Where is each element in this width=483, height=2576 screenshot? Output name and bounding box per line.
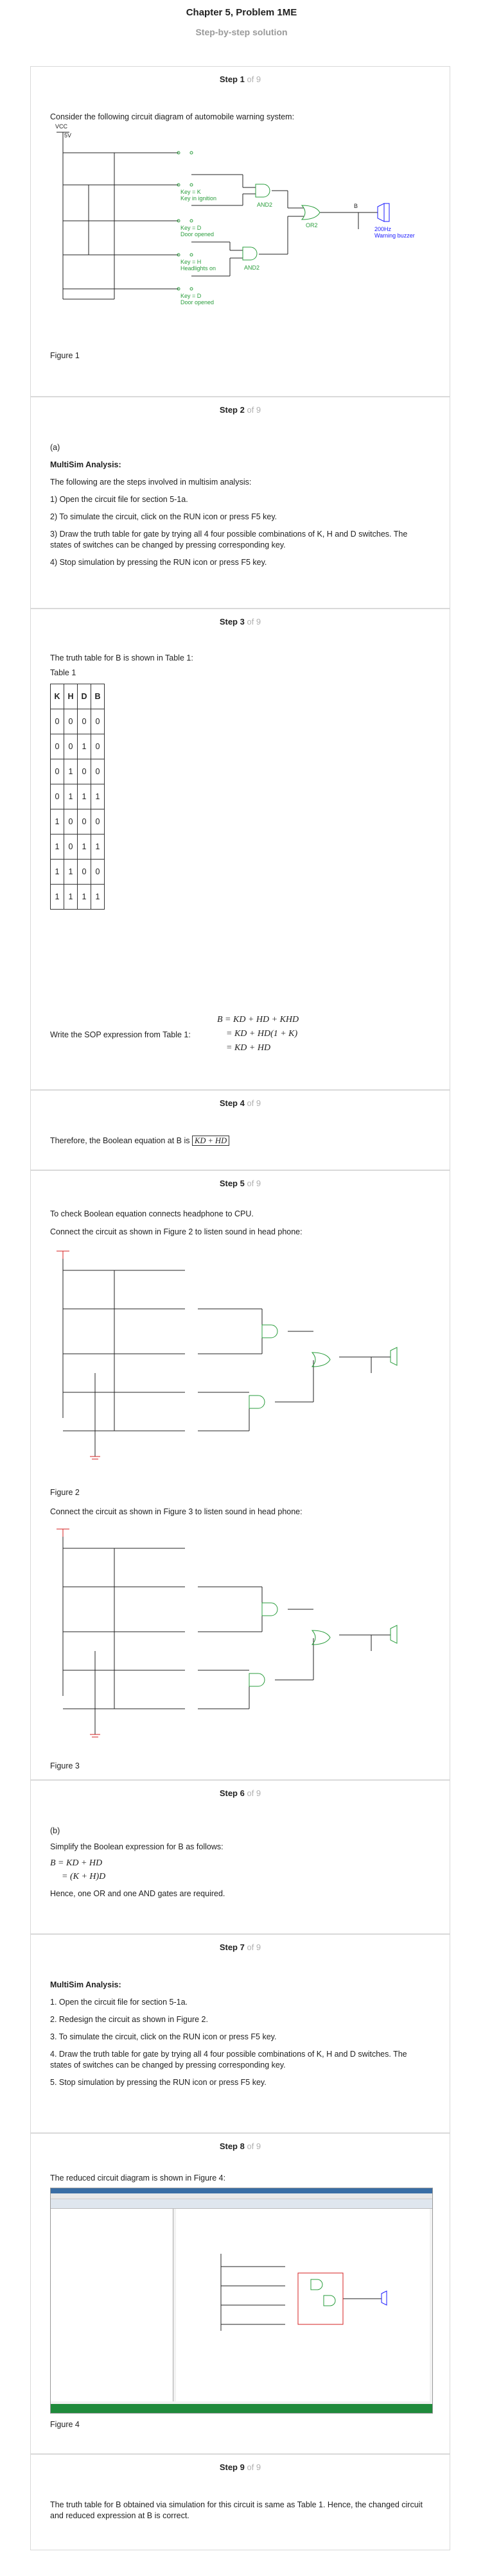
header: Chapter 5, Problem 1ME Step-by-step solu… <box>0 0 483 39</box>
design-toolbox-panel <box>51 2209 173 2401</box>
step-4: Step 4 of 9 Therefore, the Boolean equat… <box>30 1090 450 1170</box>
figure-caption: Figure 3 <box>50 1761 80 1770</box>
step-text: Connect the circuit as shown in Figure 2… <box>50 1227 303 1236</box>
reduced-circuit <box>220 2254 387 2331</box>
svg-text:AND2: AND2 <box>244 264 259 271</box>
svg-text:Key = D: Key = D <box>180 293 202 299</box>
svg-text:B: B <box>354 203 358 209</box>
step-3: Step 3 of 9 The truth table for B is sho… <box>30 609 450 1090</box>
chapter-title: Chapter 5, Problem 1ME <box>186 7 297 18</box>
list-item: 3) Draw the truth table for gate by tryi… <box>50 530 408 549</box>
sop-text: Write the SOP expression from Table 1: <box>50 1030 191 1039</box>
list-item: 4. Draw the truth table for gate by tryi… <box>50 2050 407 2070</box>
svg-text:Door opened: Door opened <box>180 231 214 238</box>
svg-text:200Hz: 200Hz <box>374 226 392 232</box>
step-text: Connect the circuit as shown in Figure 3… <box>50 1507 303 1516</box>
list-item: 2. Redesign the circuit as shown in Figu… <box>50 2015 208 2024</box>
circuit-figure-3 <box>57 1528 398 1738</box>
step-text: Simplify the Boolean expression for B as… <box>50 1842 224 1851</box>
step-8: Step 8 of 9 The reduced circuit diagram … <box>30 2133 450 2454</box>
svg-text:Key = H: Key = H <box>180 259 201 265</box>
step-header: Step 5 of 9 <box>219 1179 261 1188</box>
step-header: Step 4 of 9 <box>219 1098 261 1108</box>
step-2: Step 2 of 9 (a) MultiSim Analysis: The f… <box>30 397 450 609</box>
step-text: The truth table for B is shown in Table … <box>50 653 193 662</box>
taskbar <box>51 2404 432 2413</box>
step-text: Consider the following circuit diagram o… <box>50 112 295 121</box>
svg-text:Warning buzzer: Warning buzzer <box>374 232 415 239</box>
menu-bar <box>51 2193 432 2199</box>
list-item: 5. Stop simulation by pressing the RUN i… <box>50 2078 267 2087</box>
step-header: Step 2 of 9 <box>219 405 261 415</box>
table-label: Table 1 <box>50 668 76 677</box>
section-heading: MultiSim Analysis: <box>50 460 121 469</box>
step-1: Step 1 of 9 Consider the following circu… <box>30 66 450 397</box>
step-text: Hence, one OR and one AND gates are requ… <box>50 1889 225 1898</box>
step-5: Step 5 of 9 To check Boolean equation co… <box>30 1170 450 1780</box>
window-titlebar <box>51 2188 432 2193</box>
list-item: 3. To simulate the circuit, click on the… <box>50 2032 277 2041</box>
step-header: Step 9 of 9 <box>219 2462 261 2472</box>
step-header: Step 7 of 9 <box>219 1942 261 1952</box>
toolbar <box>51 2199 432 2209</box>
svg-text:OR2: OR2 <box>306 222 318 229</box>
part-label: (a) <box>50 443 60 452</box>
svg-text:AND2: AND2 <box>257 202 272 208</box>
step-text: The following are the steps involved in … <box>50 478 252 487</box>
figure-caption: Figure 4 <box>50 2420 80 2429</box>
circuit-figure-2 <box>57 1250 398 1460</box>
svg-text:Key = K: Key = K <box>180 189 201 195</box>
step-text: Therefore, the Boolean equation at B is … <box>50 1136 430 1146</box>
step-7: Step 7 of 9 MultiSim Analysis: 1. Open t… <box>30 1934 450 2133</box>
multisim-screenshot <box>50 2188 433 2414</box>
list-item: 4) Stop simulation by pressing the RUN i… <box>50 558 267 567</box>
equation-line-1: B = KD + HD + KHD <box>217 1015 299 1024</box>
boxed-equation: KD + HD <box>192 1136 230 1146</box>
step-6: Step 6 of 9 (b) Simplify the Boolean exp… <box>30 1780 450 1934</box>
equation-line-3: = KD + HD <box>226 1043 271 1053</box>
figure-caption: Figure 1 <box>50 351 80 360</box>
step-9: Step 9 of 9 The truth table for B obtain… <box>30 2454 450 2550</box>
equation-line-2: = KD + HD(1 + K) <box>226 1029 298 1039</box>
section-heading: MultiSim Analysis: <box>50 1980 121 1989</box>
equation-line-2: = (K + H)D <box>62 1872 106 1881</box>
step-header: Step 8 of 9 <box>219 2141 261 2151</box>
equation-line-1: B = KD + HD <box>50 1858 103 1868</box>
workspace-canvas <box>176 2209 430 2401</box>
svg-text:VCC: VCC <box>55 123 68 130</box>
svg-text:Key = D: Key = D <box>180 225 202 231</box>
solution-subtitle: Step-by-step solution <box>195 27 288 37</box>
list-item: 1. Open the circuit file for section 5-1… <box>50 1998 188 2007</box>
svg-text:5V: 5V <box>64 132 71 139</box>
step-text: The truth table for B obtained via simul… <box>50 2500 423 2520</box>
svg-text:Headlights on: Headlights on <box>180 265 216 272</box>
step-header: Step 3 of 9 <box>219 617 261 627</box>
list-item: 1) Open the circuit file for section 5-1… <box>50 495 188 504</box>
step-text: The reduced circuit diagram is shown in … <box>50 2174 226 2183</box>
part-label: (b) <box>50 1826 60 1835</box>
step-header: Step 1 of 9 <box>219 74 261 84</box>
list-item: 2) To simulate the circuit, click on the… <box>50 512 277 521</box>
step-text: To check Boolean equation connects headp… <box>50 1209 254 1218</box>
svg-text:Key in ignition: Key in ignition <box>180 195 216 202</box>
step-header: Step 6 of 9 <box>219 1788 261 1798</box>
figure-caption: Figure 2 <box>50 1488 80 1497</box>
svg-text:Door opened: Door opened <box>180 299 214 306</box>
